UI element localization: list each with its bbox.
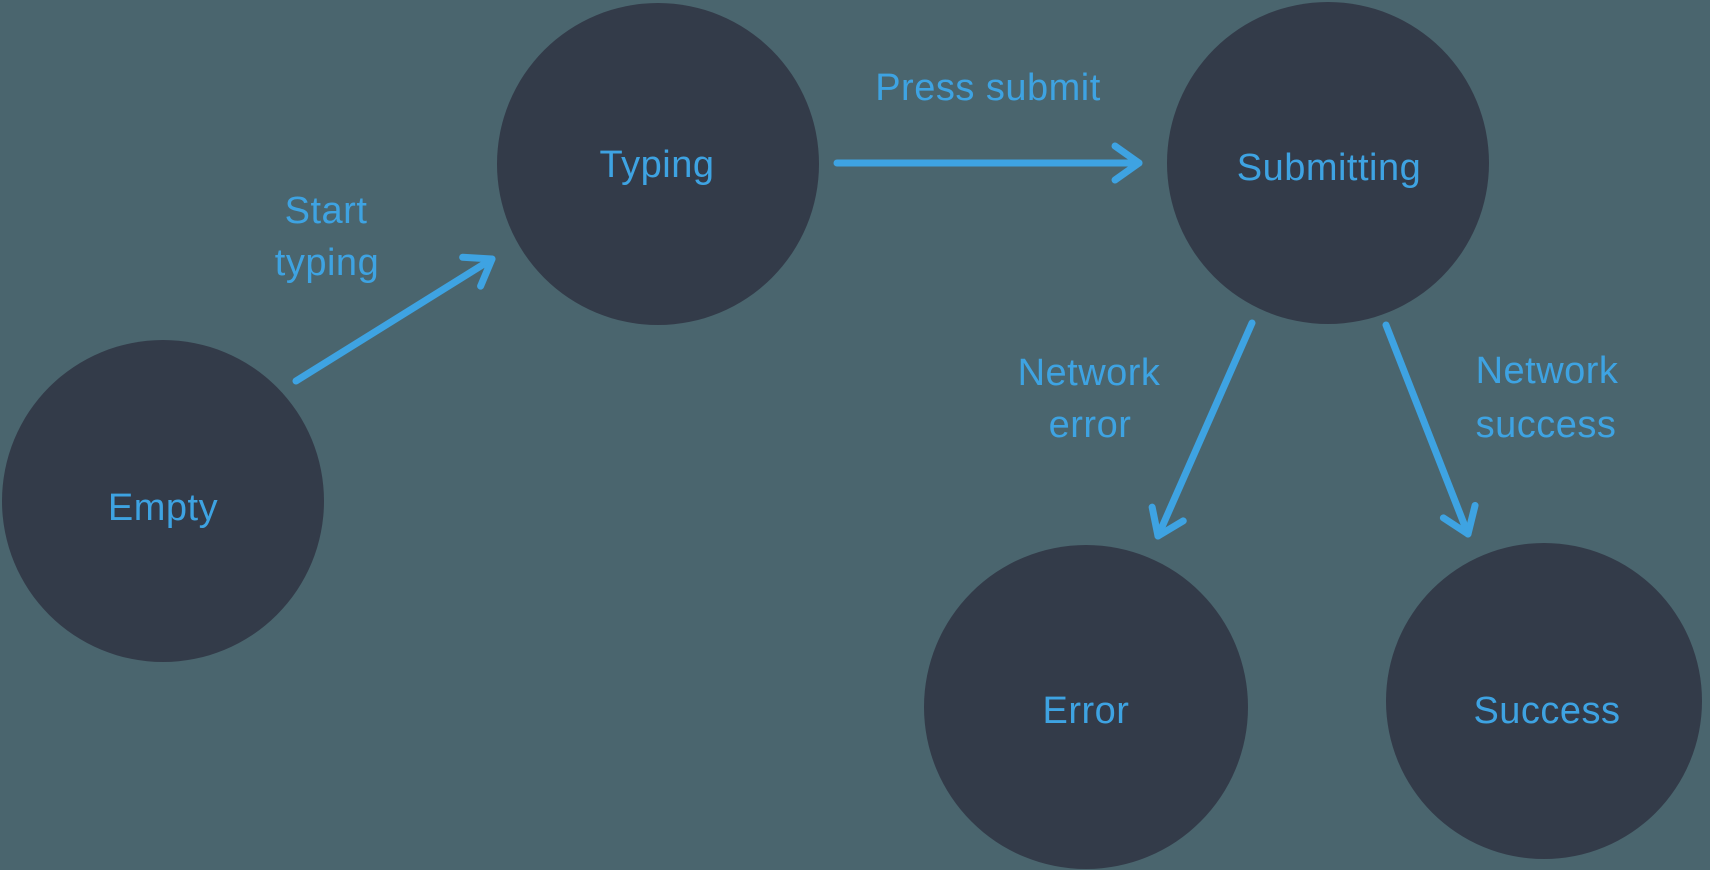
state-circle-empty bbox=[2, 340, 324, 662]
transition-submitting-success: Network success bbox=[1382, 321, 1619, 538]
state-node-error: Error bbox=[924, 545, 1248, 869]
transition-label-network-error-line2: error bbox=[1049, 404, 1132, 446]
state-node-empty: Empty bbox=[2, 340, 324, 662]
state-circle-typing bbox=[497, 3, 819, 325]
transition-empty-typing: Start typing bbox=[275, 190, 496, 385]
transition-arrow-submitting-success bbox=[1382, 321, 1479, 538]
state-circle-success bbox=[1386, 543, 1702, 859]
transition-label-press-submit: Press submit bbox=[875, 67, 1101, 109]
state-circle-submitting bbox=[1167, 2, 1489, 324]
transition-arrow-empty-typing bbox=[292, 253, 496, 385]
state-circle-error bbox=[924, 545, 1248, 869]
state-label-submitting: Submitting bbox=[1237, 147, 1422, 189]
state-label-typing: Typing bbox=[600, 144, 715, 186]
transition-label-network-success-line2: success bbox=[1476, 404, 1617, 446]
transition-arrow-submitting-error bbox=[1148, 319, 1256, 540]
state-node-success: Success bbox=[1386, 543, 1702, 859]
transition-label-network-error-line1: Network bbox=[1018, 352, 1161, 394]
transition-typing-submitting: Press submit bbox=[833, 67, 1143, 184]
state-node-submitting: Submitting bbox=[1167, 2, 1489, 324]
transition-submitting-error: Network error bbox=[1018, 319, 1256, 540]
transition-label-start-typing-line2: typing bbox=[275, 242, 379, 284]
transition-label-start-typing-line1: Start bbox=[285, 190, 368, 232]
state-label-error: Error bbox=[1043, 690, 1130, 732]
transition-label-network-success-line1: Network bbox=[1476, 350, 1619, 392]
state-label-success: Success bbox=[1473, 690, 1620, 732]
state-label-empty: Empty bbox=[108, 487, 218, 529]
state-node-typing: Typing bbox=[497, 3, 819, 325]
